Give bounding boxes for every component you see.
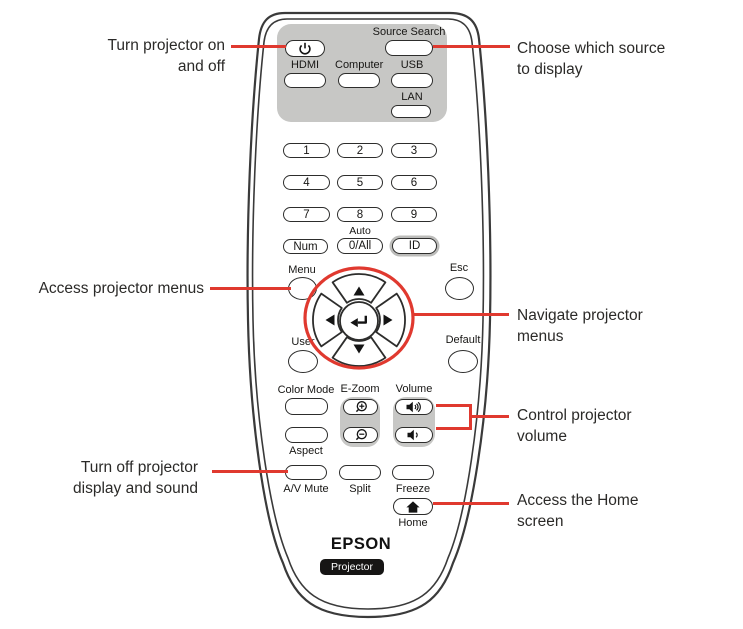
esc-label: Esc: [449, 262, 469, 274]
callout-av-mute-line2: display and sound: [73, 480, 198, 497]
callout-volume: Control projector volume: [517, 405, 632, 447]
callout-navigate-line2: menus: [517, 328, 564, 345]
magnifier-minus-icon: [355, 429, 367, 441]
callout-menu: Access projector menus: [39, 278, 204, 299]
home-label: Home: [398, 517, 428, 529]
epson-logo: EPSON: [330, 535, 392, 553]
zero-all-button: 0/All: [337, 238, 383, 254]
split-button: [339, 465, 381, 480]
home-button: [393, 498, 433, 515]
callout-menu-line1: Access projector menus: [38, 280, 204, 297]
user-button: [288, 350, 318, 373]
digit-8-button: 8: [337, 207, 383, 222]
callout-volume-line1: Control projector: [517, 407, 632, 424]
color-mode-label: Color Mode: [277, 384, 335, 396]
callout-line-power: [231, 45, 286, 48]
power-button: [285, 40, 325, 57]
callout-power-line2: and off: [177, 58, 225, 75]
aspect-label: Aspect: [289, 445, 323, 457]
num-button: Num: [283, 239, 328, 254]
speaker-soft-icon: [407, 429, 418, 441]
menu-label: Menu: [288, 264, 316, 276]
callout-power-line1: Turn projector on: [107, 37, 225, 54]
projector-badge: Projector: [320, 559, 384, 575]
remote-inner-outline: [251, 18, 485, 610]
volume-down-button: [395, 427, 433, 443]
callout-line-menu: [210, 287, 291, 290]
nav-highlight-ring: [303, 266, 415, 370]
av-mute-button: [285, 465, 327, 480]
lan-label: LAN: [401, 91, 423, 103]
split-label: Split: [349, 483, 371, 495]
callout-source-line1: Choose which source: [517, 40, 666, 57]
volume-bracket-bottom: [436, 427, 472, 430]
callout-navigate-line1: Navigate projector: [517, 307, 643, 324]
volume-label: Volume: [395, 383, 433, 395]
callout-line-source: [433, 45, 510, 48]
callout-line-navigate: [412, 313, 509, 316]
volume-up-button: [395, 399, 433, 415]
digit-5-button: 5: [337, 175, 383, 190]
freeze-button: [392, 465, 434, 480]
e-zoom-label: E-Zoom: [340, 383, 380, 395]
digit-4-button: 4: [283, 175, 330, 190]
computer-label: Computer: [335, 59, 384, 71]
source-search-button: [385, 40, 433, 56]
arrow-right-icon: [383, 314, 393, 326]
computer-button: [338, 73, 380, 88]
callout-home-line2: screen: [517, 513, 564, 530]
callout-av-mute: Turn off projector display and sound: [73, 457, 198, 499]
callout-source: Choose which source to display: [517, 38, 665, 80]
auto-label: Auto: [349, 225, 371, 237]
digit-2-button: 2: [337, 143, 383, 158]
av-mute-label: A/V Mute: [283, 483, 329, 495]
callout-line-av-mute: [212, 470, 288, 473]
callout-line-home: [433, 502, 509, 505]
magnifier-plus-icon: [355, 401, 367, 413]
enter-button: [339, 301, 379, 341]
callout-av-mute-line1: Turn off projector: [80, 459, 198, 476]
aspect-button: [285, 427, 328, 443]
esc-button: [445, 277, 474, 300]
callout-home-line1: Access the Home: [517, 492, 639, 509]
callout-source-line2: to display: [517, 61, 583, 78]
usb-button: [391, 73, 433, 88]
digit-9-button: 9: [391, 207, 437, 222]
zoom-in-button: [343, 399, 378, 415]
default-button: [448, 350, 478, 373]
color-mode-button: [285, 398, 328, 415]
digit-7-button: 7: [283, 207, 330, 222]
freeze-label: Freeze: [395, 483, 431, 495]
usb-label: USB: [400, 59, 424, 71]
hdmi-button: [284, 73, 326, 88]
source-search-label: Source Search: [372, 26, 446, 38]
house-icon: [406, 500, 420, 513]
arrow-down-icon: [353, 344, 365, 354]
return-arrow-icon: [350, 315, 367, 328]
nav-pad: [303, 266, 415, 370]
callout-line-volume: [469, 415, 509, 418]
callout-volume-line2: volume: [517, 428, 567, 445]
lan-button: [391, 105, 431, 118]
speaker-loud-icon: [406, 401, 421, 413]
hdmi-label: HDMI: [290, 59, 320, 71]
zoom-out-button: [343, 427, 378, 443]
callout-home: Access the Home screen: [517, 490, 638, 532]
power-icon: [299, 42, 311, 55]
callout-navigate: Navigate projector menus: [517, 305, 643, 347]
digit-3-button: 3: [391, 143, 437, 158]
callout-power: Turn projector on and off: [108, 35, 225, 77]
arrow-left-icon: [325, 314, 335, 326]
id-button: ID: [392, 238, 437, 254]
digit-1-button: 1: [283, 143, 330, 158]
digit-6-button: 6: [391, 175, 437, 190]
arrow-up-icon: [353, 286, 365, 296]
volume-bracket-top: [436, 404, 472, 407]
default-label: Default: [445, 334, 481, 346]
